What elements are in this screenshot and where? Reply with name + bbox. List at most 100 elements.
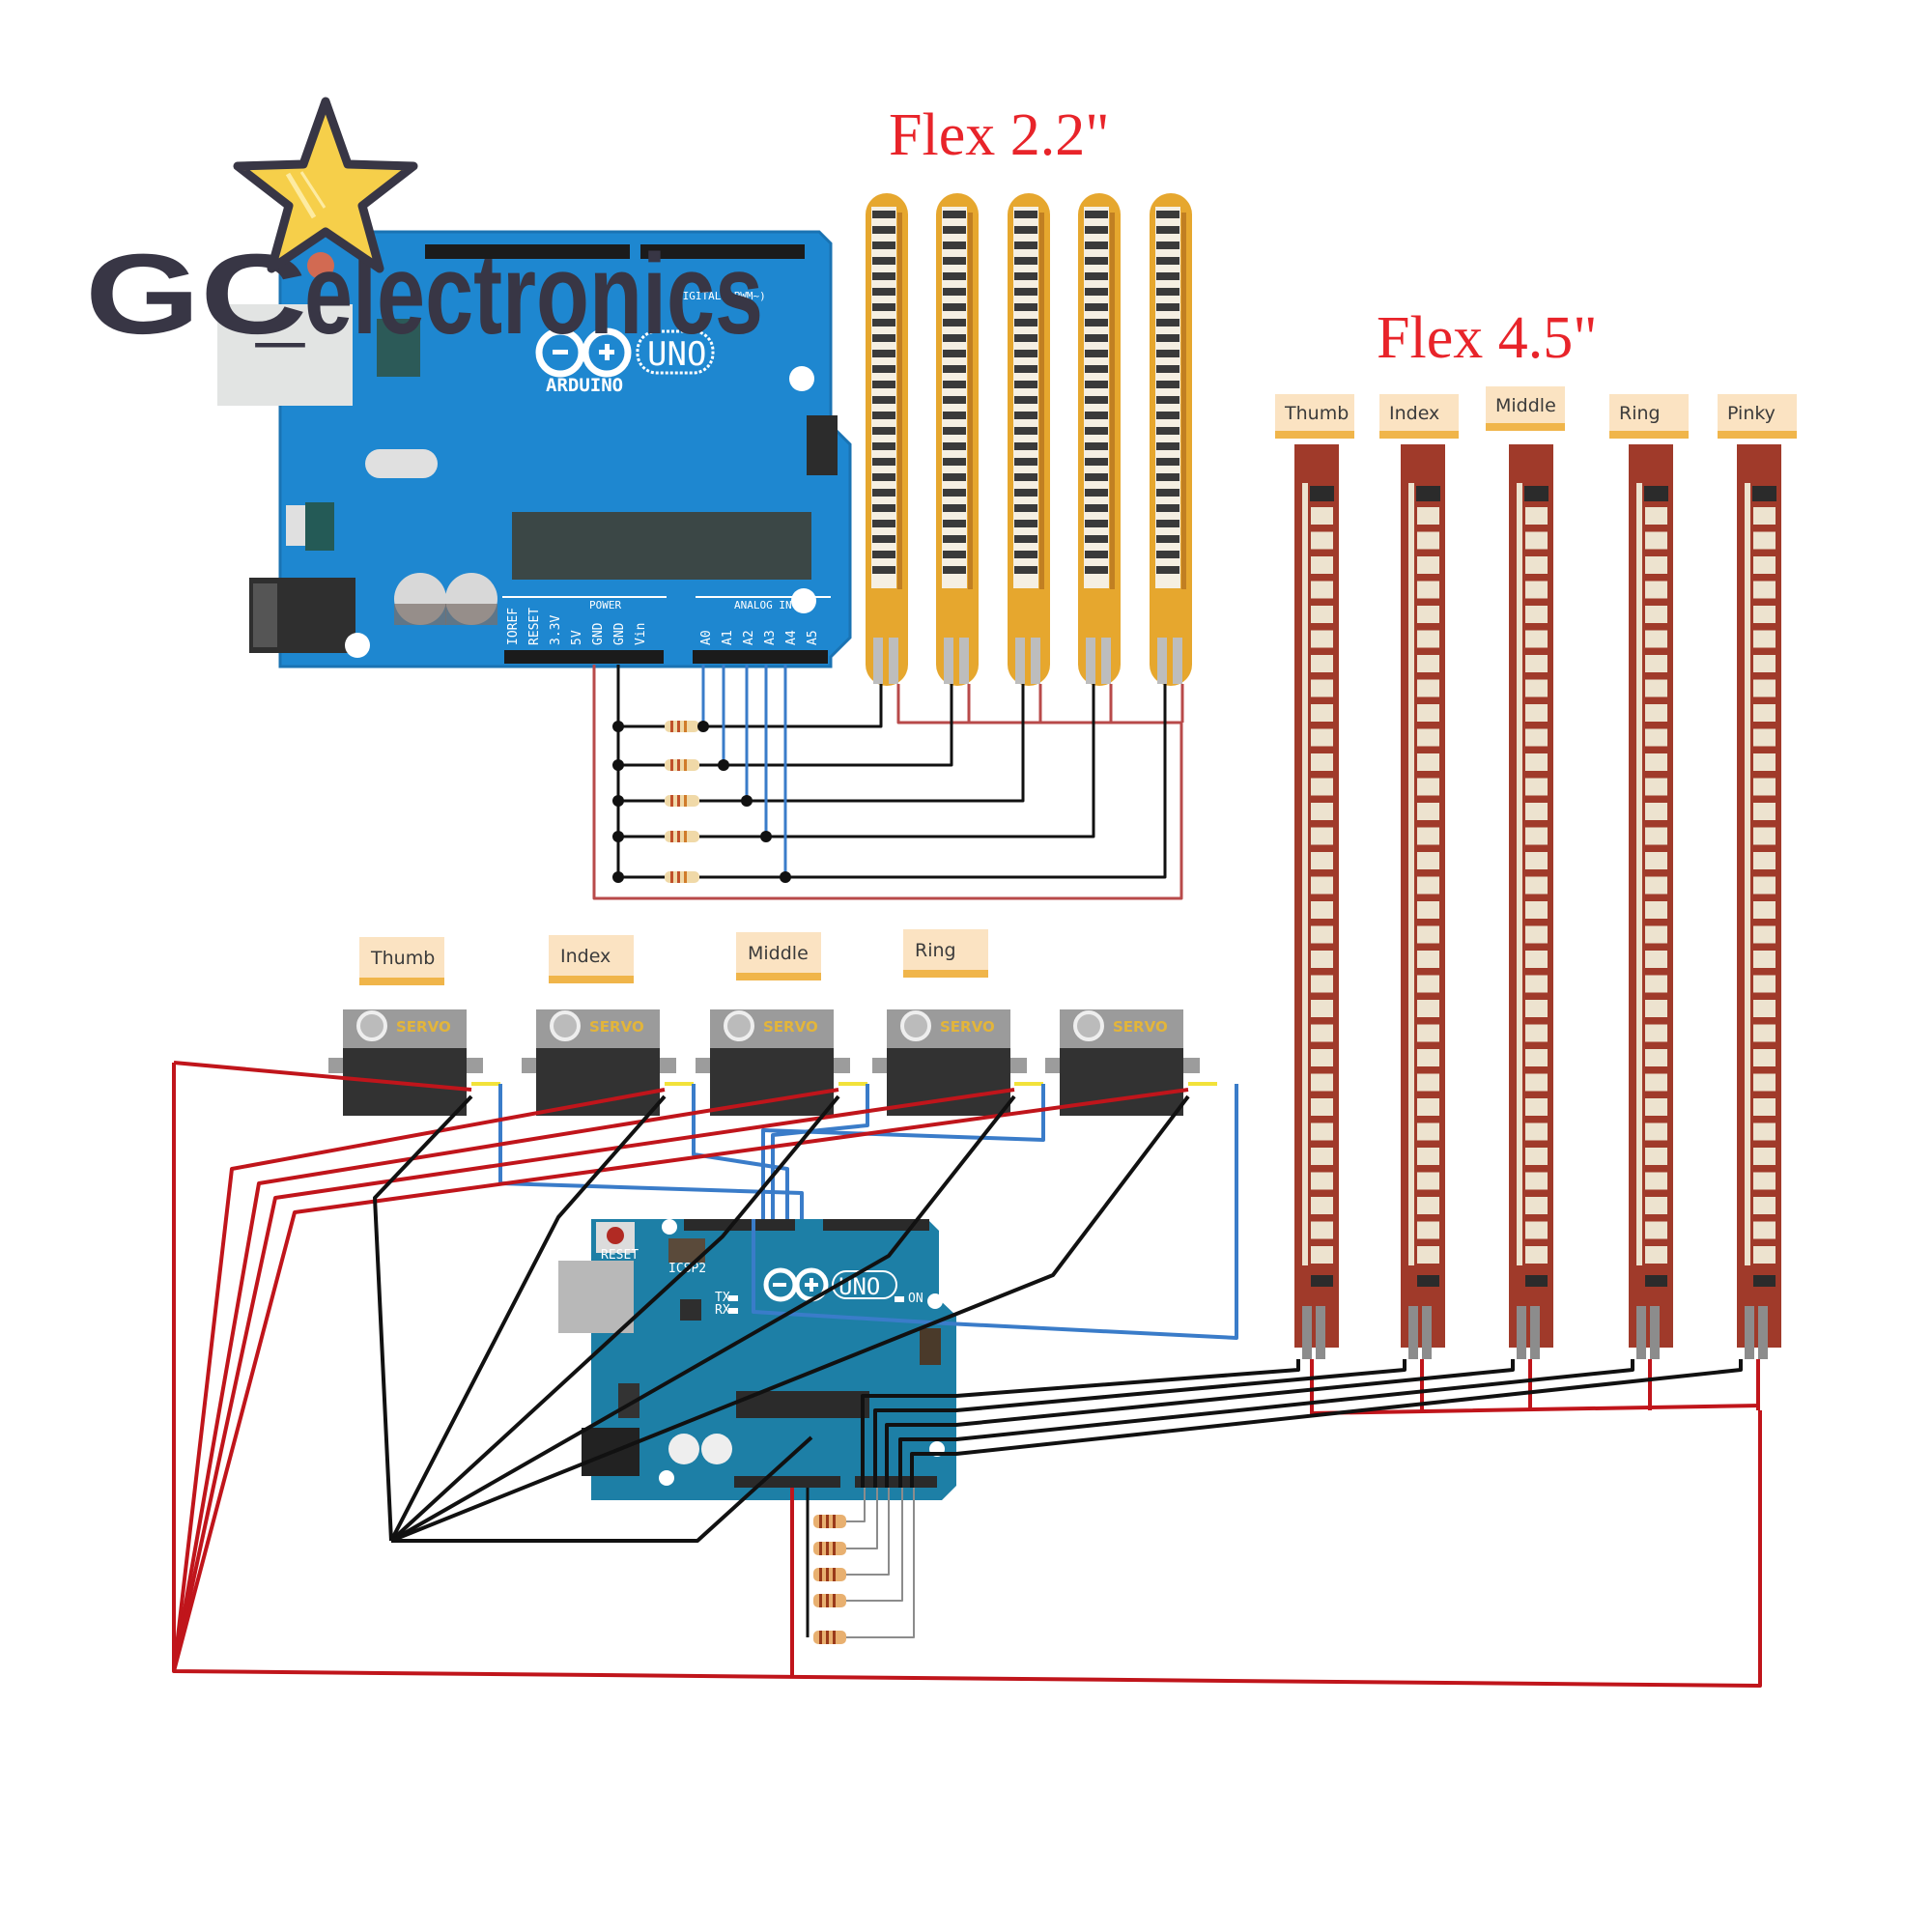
servo-label-text: Middle xyxy=(748,943,809,964)
signal-wire xyxy=(699,684,1095,838)
sticky-note-label: Pinky xyxy=(1718,394,1797,439)
flex-signal-wire xyxy=(861,1359,1300,1488)
flex-pin xyxy=(1086,638,1095,684)
power-header xyxy=(504,650,664,664)
power-wire xyxy=(172,1088,1015,1672)
sticky-note-text: Ring xyxy=(1619,403,1661,424)
brand-logo: GC _electronics xyxy=(85,97,763,358)
sticky-note-text: Thumb xyxy=(1284,403,1349,424)
power-wire xyxy=(173,1061,472,1092)
resistor xyxy=(813,1631,846,1644)
atmega-chip xyxy=(512,512,811,580)
flex-pin xyxy=(1530,1306,1540,1359)
servo-horn xyxy=(356,1010,387,1041)
power-pin-label: GND xyxy=(591,622,606,645)
resistor-lead xyxy=(846,1488,915,1638)
servo-label: SERVO xyxy=(1113,1018,1168,1036)
resistor xyxy=(665,721,699,732)
resistor-lead xyxy=(846,1488,903,1602)
sticky-note-label: Thumb xyxy=(1275,394,1354,439)
flex-pin xyxy=(889,638,898,684)
ground-wire xyxy=(389,1094,667,1542)
sticky-note-text: Middle xyxy=(1495,395,1556,416)
flex-sensor-large: Middle xyxy=(1486,386,1565,1359)
flex-pin xyxy=(1316,1306,1325,1359)
resistor xyxy=(665,871,699,883)
flex-sensor-small xyxy=(1150,193,1192,686)
usb-chip xyxy=(377,319,420,377)
capacitor xyxy=(701,1434,732,1464)
servo-label-note: Index xyxy=(549,935,634,983)
servo-horn xyxy=(550,1010,581,1041)
flex-pin xyxy=(1422,1306,1432,1359)
resistor-lead xyxy=(846,1488,890,1576)
digital-header xyxy=(425,244,805,259)
usb-port xyxy=(558,1261,634,1333)
power-label: POWER xyxy=(589,599,621,611)
tx-label: TX xyxy=(715,1291,730,1305)
analog-pin-label: A0 xyxy=(699,630,714,645)
resistor xyxy=(665,759,699,771)
power-pin-label: 5V xyxy=(570,630,584,645)
sticky-note-label: Ring xyxy=(1609,394,1689,439)
usb-port xyxy=(217,304,353,406)
analog-header xyxy=(693,650,828,664)
flex-signal-wire xyxy=(910,1359,1743,1488)
flex-pin xyxy=(1031,638,1040,684)
servo-horn xyxy=(724,1010,754,1041)
flex-pin xyxy=(1636,1306,1646,1359)
flex-signal-wire xyxy=(873,1359,1406,1488)
icsp-header xyxy=(807,415,838,475)
servo-signal-wire xyxy=(761,1084,1045,1219)
analog-pin-label: A3 xyxy=(763,630,778,645)
ground-wire xyxy=(389,1094,840,1543)
flex-pin xyxy=(1758,1306,1768,1359)
flex-pin xyxy=(873,638,883,684)
flex-pin xyxy=(1157,638,1167,684)
rx-label: RX xyxy=(715,1303,730,1318)
flex-sensor-small xyxy=(936,193,979,686)
flex-pin xyxy=(1173,638,1182,684)
resistor-lead xyxy=(846,1488,866,1522)
resistor xyxy=(813,1594,846,1607)
power-pin-label: 3.3V xyxy=(549,615,563,645)
resistor xyxy=(813,1515,846,1528)
junction-dot xyxy=(760,831,772,842)
flex-large-title: Flex 4.5" xyxy=(1377,305,1598,371)
resistor xyxy=(665,795,699,807)
bottom-board-model: UNO xyxy=(838,1273,880,1300)
resistor xyxy=(665,831,699,842)
reset-label: RESET xyxy=(601,1248,639,1263)
junction-dot xyxy=(780,871,791,883)
flex-pin xyxy=(1517,1306,1526,1359)
servo-body xyxy=(536,1048,660,1116)
power-pin-label: GND xyxy=(612,622,627,645)
small-flex-sensors xyxy=(866,193,1192,686)
servo-motor: SERVO xyxy=(328,1009,483,1116)
analog-pin-label: A5 xyxy=(806,630,820,645)
servo-label-text: Index xyxy=(560,946,611,967)
flex-signal-wire xyxy=(885,1359,1515,1488)
ground-wire xyxy=(391,1435,813,1543)
digital-label: DIGITAL (PWM~) xyxy=(676,290,766,302)
servo-signal-wire xyxy=(692,1084,789,1219)
flex-small-title: Flex 2.2" xyxy=(889,102,1110,168)
servo-label-text: Ring xyxy=(915,940,956,961)
junction-dot xyxy=(718,759,729,771)
analog-pin-label: A1 xyxy=(721,630,735,645)
atmega-chip xyxy=(736,1391,869,1418)
servo-label-note: Ring xyxy=(903,929,988,978)
servo-label: SERVO xyxy=(763,1018,818,1036)
signal-wire xyxy=(699,684,953,767)
on-label: ON xyxy=(908,1292,923,1306)
servo-motor: SERVO xyxy=(696,1009,850,1116)
power-pin-label: RESET xyxy=(527,608,542,645)
flex-pin xyxy=(1302,1306,1312,1359)
flex-pin xyxy=(1650,1306,1660,1359)
flex-pin xyxy=(1745,1306,1754,1359)
top-arduino-board: DIGITAL (PWM~) UNO ARDUINO POWER ANALOG … xyxy=(217,230,852,668)
servo-signal-wire xyxy=(498,1084,804,1219)
capacitor xyxy=(668,1434,699,1464)
